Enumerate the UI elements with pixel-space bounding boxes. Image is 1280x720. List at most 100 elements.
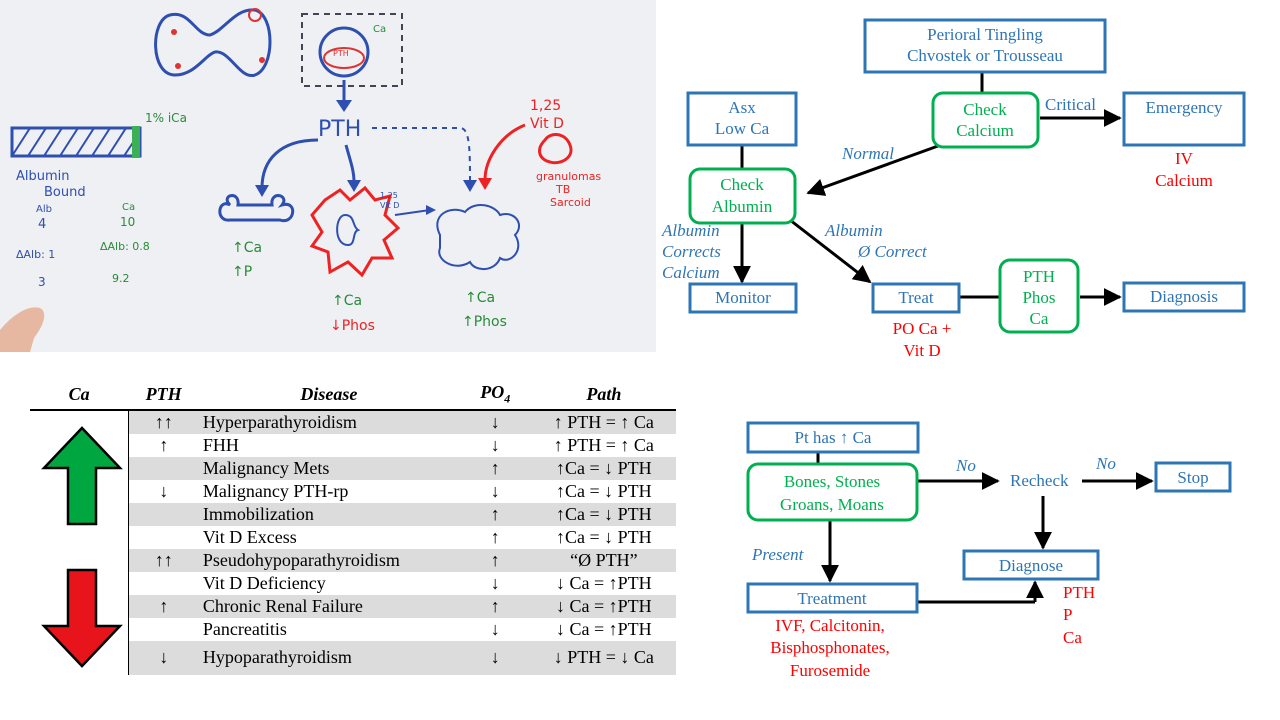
present-label: Present — [751, 545, 805, 564]
ca-value: 10 — [120, 215, 135, 229]
po-ca-label: PO Ca + — [893, 319, 952, 338]
bone-drawing — [218, 194, 295, 223]
table-row: ↑↑Pseudohypoparathyroidism↑“Ø PTH” — [30, 548, 676, 572]
critical-label: Critical — [1045, 95, 1096, 114]
table-row: ↑FHH↓↑ PTH = ↑ Ca — [30, 433, 676, 457]
pct-ca-label: 1% iCa — [145, 111, 187, 125]
kidney-effect-phos: ↓Phos — [330, 318, 375, 334]
diagnosis-node: Diagnosis — [1122, 281, 1246, 313]
asx-low-ca-node: Asx Low Ca — [686, 91, 798, 147]
ca-label: Ca — [1063, 628, 1082, 647]
calcium-disorders-table-panel: Ca PTH Disease PO4 Path ↑↑Hyperparathyro… — [30, 380, 680, 700]
delta-alb-ca: ΔAlb: 0.8 — [100, 240, 150, 253]
vitd-label-2: Vit D — [530, 116, 564, 132]
bound-label: Bound — [44, 185, 86, 200]
pt-has-high-ca-node: Pt has ↑ Ca — [746, 421, 920, 454]
svg-text:Ca: Ca — [1030, 309, 1049, 328]
check-calcium-node: Check Calcium — [931, 91, 1040, 149]
monitor-node: Monitor — [688, 282, 798, 314]
treat-node: Treat — [871, 282, 961, 314]
treatment-list-2: Bisphosphonates, — [770, 638, 889, 657]
ca-label: Ca — [122, 202, 135, 213]
svg-text:Diagnose: Diagnose — [999, 556, 1063, 575]
header-po4: PO4 — [458, 380, 532, 411]
albumin-corrects-2: Corrects — [662, 242, 721, 261]
bone-effect-ca: ↑Ca — [232, 240, 262, 256]
treatment-list-1: IVF, Calcitonin, — [775, 616, 885, 635]
albumin-bar — [10, 126, 142, 158]
table-row: Immobilization↑↑Ca = ↓ PTH — [30, 502, 676, 526]
svg-text:PTH: PTH — [1023, 267, 1055, 286]
diagnose-node: Diagnose — [962, 549, 1100, 581]
no-label-2: No — [1095, 454, 1116, 473]
table-row: Pancreatitis↓↓ Ca = ↑PTH — [30, 617, 676, 641]
svg-text:Check: Check — [720, 175, 764, 194]
hypercalcemia-flowchart: Pt has ↑ Ca Bones, Stones Groans, Moans … — [730, 410, 1280, 710]
whiteboard-panel: PTH Ca PTH ↑Ca ↑P 1,25 Vit D ↑Ca ↓Phos ↑… — [0, 0, 656, 352]
gut-effect-phos: ↑Phos — [462, 314, 507, 330]
svg-text:Pt has ↑ Ca: Pt has ↑ Ca — [795, 428, 872, 447]
gland-outline — [154, 8, 272, 77]
svg-text:Chvostek or Trousseau: Chvostek or Trousseau — [907, 46, 1063, 65]
svg-text:Treatment: Treatment — [797, 589, 867, 608]
whiteboard-drawing: PTH Ca PTH ↑Ca ↑P 1,25 Vit D ↑Ca ↓Phos ↑… — [0, 8, 601, 352]
table-row: ↑Chronic Renal Failure↑↓ Ca = ↑PTH — [30, 594, 676, 618]
table-row: ↓Malignancy PTH-rp↓↑Ca = ↓ PTH — [30, 479, 676, 503]
kidney-effect-ca: ↑Ca — [332, 293, 362, 309]
svg-text:Check: Check — [963, 100, 1007, 119]
gut-effect-ca: ↑Ca — [465, 290, 495, 306]
albumin-corrects-3: Calcium — [662, 263, 720, 282]
val-9-2: 9.2 — [112, 272, 130, 285]
tb-label: TB — [555, 183, 570, 196]
svg-text:Perioral Tingling: Perioral Tingling — [927, 25, 1043, 44]
pth-label: PTH — [1063, 583, 1095, 602]
table-row: Vit D Deficiency↓↓ Ca = ↑PTH — [30, 571, 676, 595]
normal-label: Normal — [841, 144, 894, 163]
albumin-not-correct-1: Albumin — [824, 221, 883, 240]
gland-pth-label: PTH — [333, 49, 349, 58]
svg-text:Phos: Phos — [1022, 288, 1055, 307]
header-po4-subscript: 4 — [504, 391, 511, 406]
vit-d-label: Vit D — [903, 341, 940, 360]
svg-text:Bones, Stones: Bones, Stones — [784, 472, 880, 491]
table-row: ↑↑Hyperparathyroidism↓↑ PTH = ↑ Ca — [30, 409, 676, 434]
iv-label: IV — [1175, 149, 1194, 168]
granulomas-label: granulomas — [536, 170, 601, 183]
svg-text:Groans, Moans: Groans, Moans — [780, 495, 884, 514]
kidney-vitd-2: Vit D — [380, 201, 399, 210]
bone-effect-p: ↑P — [232, 264, 252, 280]
parathyroid-zoom-box — [301, 13, 403, 87]
header-ca: Ca — [30, 380, 129, 411]
albumin-not-correct-2: Ø Correct — [857, 242, 928, 261]
svg-text:Treat: Treat — [898, 288, 934, 307]
gland-ca-label: Ca — [373, 24, 386, 35]
recheck-label: Recheck — [1010, 471, 1069, 490]
hypocalcemia-flowchart: Perioral Tingling Chvostek or Trousseau … — [660, 0, 1280, 360]
no-label-1: No — [955, 456, 976, 475]
kidney-burst-drawing — [309, 185, 401, 278]
albumin-corrects-1: Albumin — [661, 221, 720, 240]
svg-text:Calcium: Calcium — [956, 121, 1014, 140]
arrow-down-icon — [41, 568, 123, 668]
treatment-node: Treatment — [746, 582, 919, 614]
emergency-node: Emergency — [1122, 91, 1246, 147]
svg-text:Stop: Stop — [1177, 468, 1208, 487]
ca-direction-arrows — [41, 426, 123, 668]
granuloma-drawing — [538, 133, 573, 165]
perioral-tingling-node: Perioral Tingling Chvostek or Trousseau — [863, 18, 1107, 74]
intestine-drawing — [436, 204, 520, 270]
table-row: ↓Hypoparathyroidism↓↓ PTH = ↓ Ca — [30, 640, 676, 675]
val-3: 3 — [38, 275, 46, 289]
pth-label: PTH — [318, 117, 361, 142]
pth-phos-ca-node: PTH Phos Ca — [998, 258, 1080, 334]
table-row: Malignancy Mets↑↑Ca = ↓ PTH — [30, 456, 676, 480]
sarcoid-label: Sarcoid — [550, 196, 591, 209]
svg-text:Low Ca: Low Ca — [715, 119, 770, 138]
svg-text:Emergency: Emergency — [1145, 98, 1223, 117]
kidney-vitd-1: 1,25 — [380, 191, 398, 200]
svg-text:Monitor: Monitor — [715, 288, 771, 307]
treatment-list-3: Furosemide — [790, 661, 870, 680]
delta-alb: ΔAlb: 1 — [16, 248, 55, 261]
svg-text:Albumin: Albumin — [712, 197, 773, 216]
albumin-label: Albumin — [16, 169, 70, 184]
